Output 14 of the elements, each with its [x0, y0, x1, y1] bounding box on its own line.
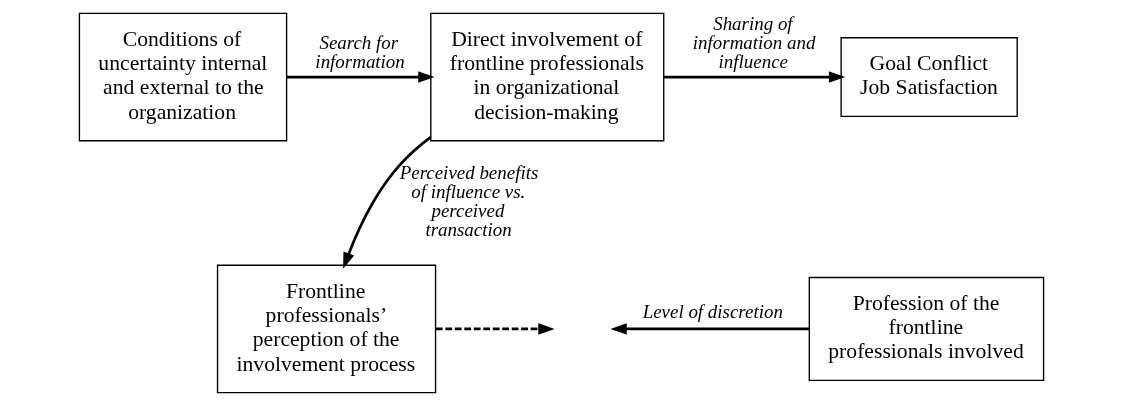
node-box: Direct involvement of frontline professionals in organizational decision-making [430, 12, 665, 142]
arrow [435, 323, 555, 335]
edge-label: Perceived benefits of influence vs. perceived transaction [399, 161, 539, 240]
node-box: Conditions of uncertainty internal and external to the organization [78, 12, 288, 142]
arrow [610, 323, 809, 335]
node-box: Frontline professionals’ perception of the involvement process [216, 264, 437, 394]
node-box: Profession of the frontline professionals involved [808, 276, 1045, 382]
arrow [343, 136, 432, 269]
edge-label: Search for information [315, 31, 405, 72]
edge-label: Sharing of information and influence [692, 12, 816, 72]
edge-label: Level of discretion [642, 301, 783, 323]
arrow [663, 71, 846, 83]
node-box: Goal Conflict Job Satisfaction [840, 37, 1018, 117]
arrow [286, 71, 435, 83]
